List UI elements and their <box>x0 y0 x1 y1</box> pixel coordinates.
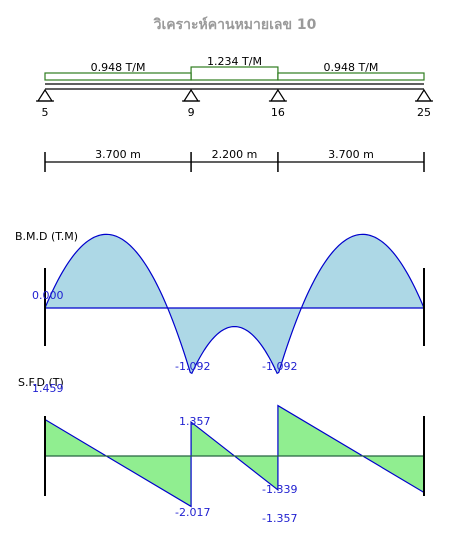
sfd-value-4: -1.339 <box>262 483 297 496</box>
sfd-value-1: 1.459 <box>32 382 64 395</box>
bmd-curve <box>44 233 425 375</box>
support-25 <box>415 88 433 102</box>
span-dimensions <box>44 152 425 172</box>
beam <box>45 83 424 90</box>
node-label-25: 25 <box>417 106 431 119</box>
load-label-span1: 0.948 T/M <box>91 61 146 74</box>
shear-force-diagram: S.F.D (T) 1.459 -2.017 1.357 -1.339 -1.3… <box>18 376 425 525</box>
supports <box>36 88 433 102</box>
sfd-label: S.F.D (T) <box>18 376 64 389</box>
bmd-value-support-16: -1.092 <box>262 360 297 373</box>
span-dimension-labels: 3.700 m 2.200 m 3.700 m <box>95 148 374 161</box>
node-labels: 5 9 16 25 <box>42 106 432 119</box>
node-label-9: 9 <box>188 106 195 119</box>
support-16 <box>269 88 287 102</box>
span-label-2: 2.200 m <box>212 148 258 161</box>
load-label-span3: 0.948 T/M <box>324 61 379 74</box>
bmd-value-support-5: 0.000 <box>32 289 64 302</box>
sfd-value-5: -1.357 <box>262 512 297 525</box>
node-label-16: 16 <box>271 106 285 119</box>
sfd-value-3: 1.357 <box>179 415 211 428</box>
load-block-span3 <box>277 72 425 81</box>
load-label-span2: 1.234 T/M <box>207 55 262 68</box>
support-5 <box>36 88 54 102</box>
node-label-5: 5 <box>42 106 49 119</box>
support-9 <box>182 88 200 102</box>
load-block-span2 <box>190 66 279 81</box>
sfd-value-2: -2.017 <box>175 506 210 519</box>
bmd-label: B.M.D (T.M) <box>15 230 78 243</box>
load-block-span1 <box>44 72 192 81</box>
bending-moment-diagram: B.M.D (T.M) 0.000 -1.092 -1.092 <box>15 230 425 375</box>
page-title: วิเคราะห์คานหมายเลข 10 <box>152 16 316 33</box>
span-label-3: 3.700 m <box>328 148 374 161</box>
span-label-1: 3.700 m <box>95 148 141 161</box>
sfd-segment-span3 <box>277 404 425 494</box>
sfd-segment-span1 <box>44 418 192 508</box>
bmd-value-support-9: -1.092 <box>175 360 210 373</box>
load-diagram: 0.948 T/M 1.234 T/M 0.948 T/M <box>44 55 425 81</box>
